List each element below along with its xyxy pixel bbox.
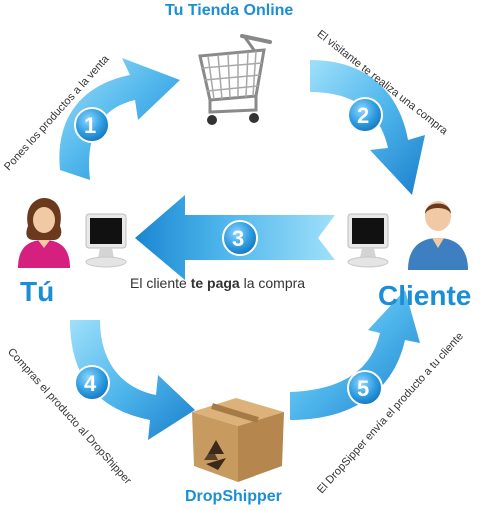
arrow-5 (290, 290, 420, 420)
step-number-3: 3 (232, 226, 245, 251)
arrow-1 (59, 58, 181, 180)
step-badge-1 (74, 107, 110, 143)
computer-monitor-icon (344, 212, 394, 272)
recycle-box-icon (186, 392, 290, 484)
arrow-4 (70, 320, 195, 440)
woman-user-icon (14, 196, 74, 268)
man-user-icon (406, 196, 470, 270)
dropshipper-title: DropShipper (185, 488, 282, 505)
step-number-2: 2 (357, 103, 370, 128)
client-title: Cliente (378, 280, 472, 311)
shopping-cart-icon (192, 28, 274, 128)
store-title: Tu Tienda Online (165, 2, 294, 19)
step-text-3-bold: te paga (190, 275, 240, 291)
step-number-4: 4 (84, 371, 97, 396)
step-text-3-before: El cliente (130, 275, 191, 291)
step-number-5: 5 (357, 376, 370, 401)
step-text-3: El cliente te paga la compra (130, 275, 305, 291)
step-badge-3 (222, 220, 258, 256)
step-text-3-after: la compra (239, 275, 306, 291)
arrow-2 (310, 60, 425, 195)
you-title: Tú (20, 276, 55, 307)
step-badge-4 (74, 365, 110, 401)
computer-monitor-icon (80, 212, 130, 272)
step-badge-5 (347, 370, 383, 406)
step-number-1: 1 (84, 113, 97, 138)
step-badge-2 (347, 97, 383, 133)
